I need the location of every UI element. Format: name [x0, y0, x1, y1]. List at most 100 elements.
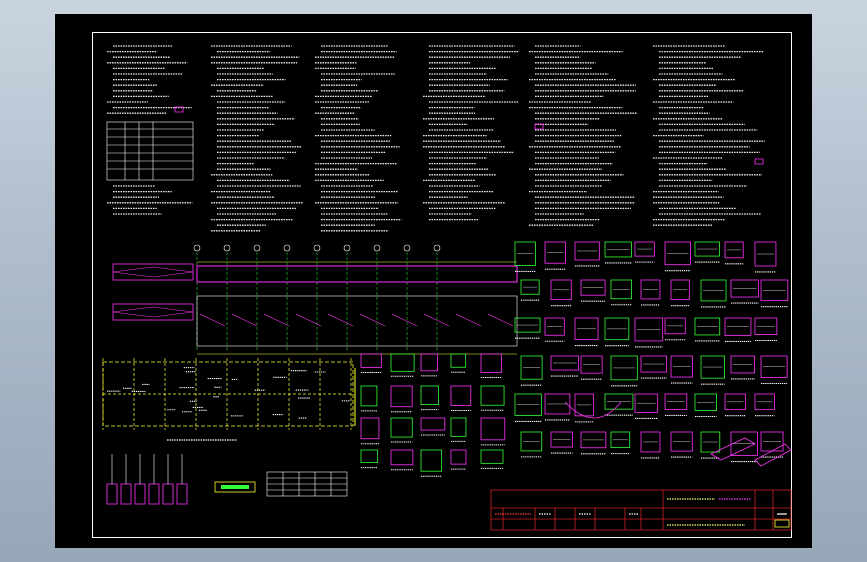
general-notes [107, 45, 765, 232]
continuous-beam [196, 265, 518, 283]
section-box [634, 393, 659, 413]
pile-detail [162, 483, 174, 505]
cap-detail [214, 481, 256, 493]
column-detail [480, 353, 502, 373]
section-box [664, 241, 691, 266]
axis-bubble [343, 244, 351, 252]
column-detail [420, 449, 443, 472]
section-box [754, 241, 777, 267]
stair-detail [710, 437, 756, 461]
column-detail [390, 449, 414, 466]
section-box [700, 355, 725, 379]
column-detail [450, 417, 467, 437]
column-detail [420, 417, 446, 431]
section-box [574, 317, 599, 340]
section-box [580, 431, 607, 449]
section-box [520, 431, 543, 452]
pile-detail [176, 483, 188, 505]
section-box [544, 393, 571, 415]
axis-bubble [313, 244, 321, 252]
rebar-bend [455, 313, 482, 327]
note-symbol [534, 123, 544, 130]
axis-bubble [373, 244, 381, 252]
section-box [640, 279, 661, 300]
column-detail [480, 417, 506, 441]
beam-haunch [112, 266, 194, 278]
note-symbol [754, 158, 764, 165]
column-detail [360, 449, 379, 463]
column-detail [360, 353, 382, 368]
column-detail [450, 353, 467, 368]
section-box [730, 355, 756, 374]
axis-bubble [253, 244, 261, 252]
section-box [640, 431, 661, 453]
section-box [730, 279, 759, 298]
beam-section-band [196, 295, 518, 347]
section-box [580, 355, 603, 374]
cap-fill [221, 485, 249, 489]
rebar-bend [263, 313, 290, 327]
drawing-frame [92, 32, 792, 538]
rebar-bend [295, 313, 322, 327]
rebar-bend [359, 313, 386, 327]
section-box [694, 393, 718, 411]
section-box [700, 279, 727, 302]
pile-detail [148, 483, 160, 505]
rebar-bend [199, 313, 226, 327]
section-box [694, 317, 721, 336]
section-box [604, 393, 634, 410]
column-detail [450, 385, 472, 406]
section-box [664, 317, 686, 335]
section-box [544, 317, 565, 336]
column-detail [480, 385, 505, 406]
section-box [514, 393, 542, 416]
section-box [544, 241, 566, 264]
section-box [670, 431, 693, 452]
section-box [760, 355, 788, 378]
section-box [694, 241, 720, 257]
note-symbol [174, 106, 184, 113]
axis-bubble [283, 244, 291, 252]
section-box [604, 317, 630, 341]
column-detail [390, 353, 415, 372]
rebar-bend [423, 313, 450, 327]
axis-bubble [223, 244, 231, 252]
section-box [604, 241, 632, 258]
axis-bubble [193, 244, 201, 252]
stair-detail [754, 443, 792, 467]
arch-detail [564, 401, 622, 419]
foundation-plan [102, 358, 356, 505]
beam-haunch [112, 306, 194, 318]
column-detail [360, 417, 380, 440]
section-box [514, 241, 536, 266]
column-detail [450, 449, 467, 465]
section-box [700, 431, 721, 453]
section-box [724, 317, 752, 336]
column-detail [360, 385, 378, 407]
rebar-bend [231, 313, 258, 327]
beam-elevation [112, 244, 518, 355]
section-box [754, 393, 775, 411]
section-box [730, 431, 758, 456]
title-block-text [495, 498, 787, 526]
section-box [520, 279, 540, 295]
section-box [550, 431, 573, 448]
rebar-bend [391, 313, 418, 327]
section-box [580, 279, 606, 296]
section-box [610, 279, 632, 300]
section-details [360, 241, 792, 477]
axis-bubble [403, 244, 411, 252]
notes-table [106, 121, 194, 181]
section-box [610, 431, 631, 449]
drawing-sheet [55, 14, 812, 548]
section-box [724, 241, 744, 259]
section-box [760, 279, 789, 302]
title-block-stamp [774, 519, 790, 528]
pile-detail [106, 483, 118, 505]
cad-drawing-canvas [102, 45, 792, 531]
title-block [490, 489, 792, 531]
rebar-schedule-table [266, 471, 348, 497]
section-box [550, 355, 579, 371]
section-box [550, 279, 572, 301]
rebar-bend [327, 313, 354, 327]
